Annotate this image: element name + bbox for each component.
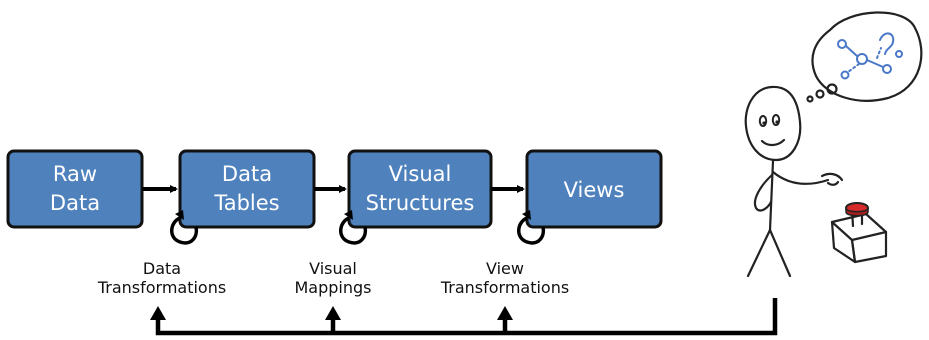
loop-views-icon <box>517 210 546 245</box>
network-graph-icon <box>837 32 903 80</box>
box-data-tables-line1: Data <box>222 162 272 186</box>
loop-visual-structures-icon <box>339 210 368 245</box>
loop-data-tables-icon <box>170 210 199 245</box>
box-visual-structures-line2: Structures <box>366 191 475 215</box>
thought-bubble-icon <box>806 11 923 103</box>
caption-data-transformations-line2: Transformations <box>97 278 226 297</box>
box-visual-structures-line1: Visual <box>389 162 452 186</box>
caption-view-transformations-line1: View <box>486 259 524 278</box>
box-raw-data-line1: Raw <box>53 162 97 186</box>
joystick-button-icon <box>830 202 888 264</box>
box-data-tables-line2: Tables <box>213 191 279 215</box>
box-data-tables: Data Tables <box>178 149 316 229</box>
feedback-arrow-data-icon <box>150 306 166 320</box>
feedback-path <box>150 298 778 336</box>
caption-data-transformations: Data Transformations <box>97 259 226 297</box>
feedback-arrow-view-icon <box>497 306 513 320</box>
box-raw-data: Raw Data <box>6 149 144 229</box>
feedback-arrow-visual-icon <box>325 306 341 320</box>
caption-visual-mappings-line2: Mappings <box>295 278 372 297</box>
box-visual-structures: Visual Structures <box>347 149 493 229</box>
box-views-label: Views <box>564 178 625 202</box>
person-sketch-icon <box>744 85 844 278</box>
caption-visual-mappings: Visual Mappings <box>295 259 372 297</box>
caption-view-transformations-line2: Transformations <box>440 278 569 297</box>
box-views: Views <box>525 149 663 229</box>
caption-visual-mappings-line1: Visual <box>309 259 357 278</box>
box-raw-data-line2: Data <box>50 191 100 215</box>
caption-view-transformations: View Transformations <box>440 259 569 297</box>
caption-data-transformations-line1: Data <box>143 259 181 278</box>
